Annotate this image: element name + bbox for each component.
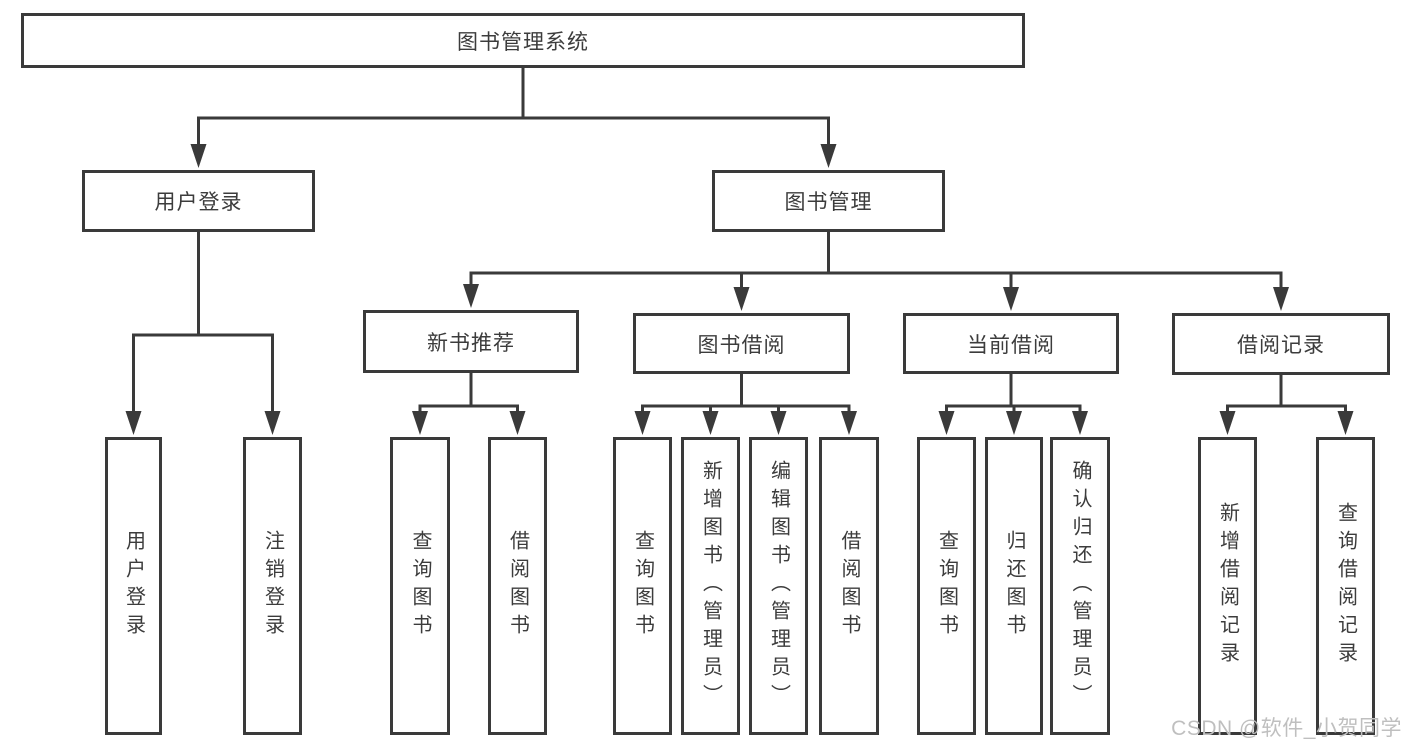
node-logout-leaf: 注销登录: [243, 437, 302, 735]
node-label: 编辑图书（管理员）: [767, 460, 790, 712]
node-user-login-leaf: 用户登录: [105, 437, 162, 735]
node-label: 归还图书: [1003, 530, 1025, 642]
node-query-books-current: 查询图书: [917, 437, 976, 735]
node-label: 查询图书: [935, 530, 958, 642]
node-add-borrow-record: 新增借阅记录: [1198, 437, 1257, 735]
node-label: 新增图书（管理员）: [699, 460, 722, 712]
node-label: 借阅图书: [506, 530, 529, 642]
node-system-root: 图书管理系统: [21, 13, 1025, 68]
node-label: 图书管理系统: [457, 30, 589, 54]
node-label: 查询图书: [409, 530, 431, 642]
node-query-books-borrowing: 查询图书: [613, 437, 672, 735]
node-edit-books-admin: 编辑图书（管理员）: [749, 437, 808, 735]
node-label: 新书推荐: [427, 331, 515, 355]
node-label: 借阅图书: [838, 530, 860, 642]
node-label: 图书借阅: [697, 333, 786, 357]
node-label: 查询图书: [631, 530, 654, 642]
node-book-borrowing: 图书借阅: [633, 313, 850, 374]
node-book-management-module: 图书管理: [712, 170, 945, 232]
node-label: 确认归还（管理员）: [1069, 460, 1091, 712]
node-user-login-module: 用户登录: [82, 170, 315, 232]
node-new-book-recommend: 新书推荐: [363, 310, 579, 373]
node-borrowing-records: 借阅记录: [1172, 313, 1390, 375]
node-label: 注销登录: [261, 530, 284, 642]
node-label: 新增借阅记录: [1216, 502, 1239, 670]
node-query-borrow-record: 查询借阅记录: [1316, 437, 1375, 735]
node-confirm-return-admin: 确认归还（管理员）: [1050, 437, 1110, 735]
node-current-borrowing: 当前借阅: [903, 313, 1119, 374]
watermark-text: CSDN @软件_小贺同学: [1171, 717, 1402, 740]
node-label: 借阅记录: [1237, 334, 1325, 357]
node-query-books-recommend: 查询图书: [390, 437, 450, 735]
node-add-books-admin: 新增图书（管理员）: [681, 437, 740, 735]
node-borrow-books-borrowing: 借阅图书: [819, 437, 879, 735]
node-label: 图书管理: [784, 191, 873, 214]
node-return-books: 归还图书: [985, 437, 1043, 735]
node-borrow-books-recommend: 借阅图书: [488, 437, 547, 735]
node-label: 当前借阅: [967, 333, 1055, 357]
node-label: 用户登录: [154, 191, 243, 214]
node-label: 查询借阅记录: [1334, 502, 1357, 670]
node-label: 用户登录: [122, 530, 145, 642]
